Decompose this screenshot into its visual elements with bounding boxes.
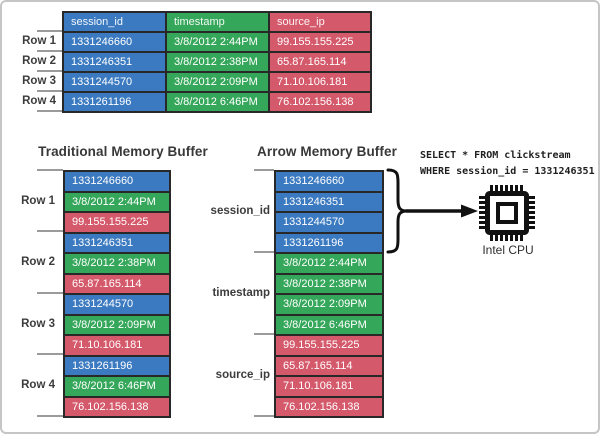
row-label: Row 2: [21, 256, 55, 268]
row-label: Row 4: [22, 95, 56, 107]
column-group-label: session_id: [210, 205, 270, 217]
row-label: Row 3: [22, 75, 56, 87]
buffer-cell: 3/8/2012 6:46PM: [64, 376, 170, 397]
group-divider-tick: [37, 353, 63, 355]
buffer-cell: 65.87.165.114: [275, 355, 383, 376]
column-group-label: source_ip: [215, 369, 270, 381]
buffer-cell: 71.10.106.181: [64, 335, 170, 356]
buffer-cell: 3/8/2012 6:46PM: [275, 314, 383, 335]
row-label: Row 3: [21, 318, 55, 330]
table-cell: 1331261196: [63, 92, 166, 112]
sql-query-line2: WHERE session_id = 1331246351: [420, 166, 595, 177]
table-cell: 3/8/2012 6:46PM: [166, 92, 269, 112]
table-cell: 76.102.156.138: [269, 92, 371, 112]
traditional-buffer-table: 1331246660 3/8/2012 2:44PM 99.155.155.22…: [63, 170, 171, 418]
table-cell: 99.155.155.225: [269, 32, 371, 52]
cpu-chip-icon: [479, 185, 535, 241]
arrow-buffer-title: Arrow Memory Buffer: [257, 144, 397, 159]
buffer-cell: 1331261196: [275, 232, 383, 253]
buffer-cell: 3/8/2012 2:38PM: [64, 253, 170, 274]
row-label: Row 1: [22, 35, 56, 47]
row-label: Row 2: [22, 55, 56, 67]
row-oriented-table: session_id timestamp source_ip 133124666…: [62, 11, 372, 113]
arrow-buffer-table: 1331246660 1331246351 1331244570 1331261…: [274, 170, 384, 418]
buffer-cell: 1331246351: [64, 232, 170, 253]
buffer-cell: 76.102.156.138: [64, 396, 170, 417]
table-cell: 3/8/2012 2:44PM: [166, 32, 269, 52]
row-divider-tick: [37, 90, 62, 92]
buffer-cell: 3/8/2012 2:38PM: [275, 273, 383, 294]
group-divider-tick: [254, 333, 274, 335]
group-divider-tick: [254, 169, 274, 171]
row-label: Row 4: [21, 379, 55, 391]
row-divider-tick: [37, 70, 62, 72]
arrow-icon: [406, 204, 478, 218]
cpu-label: Intel CPU: [482, 243, 534, 257]
buffer-cell: 3/8/2012 2:44PM: [275, 253, 383, 274]
group-divider-tick: [37, 169, 63, 171]
table-cell: 1331246351: [63, 52, 166, 72]
buffer-cell: 1331246351: [275, 191, 383, 212]
buffer-cell: 3/8/2012 2:44PM: [64, 191, 170, 212]
buffer-cell: 76.102.156.138: [275, 396, 383, 417]
group-divider-tick: [254, 251, 274, 253]
sql-query-line1: SELECT * FROM clickstream: [420, 150, 571, 161]
group-divider-tick: [37, 415, 63, 417]
row-label: Row 1: [21, 195, 55, 207]
table-cell: 3/8/2012 2:09PM: [166, 72, 269, 92]
buffer-cell: 71.10.106.181: [275, 376, 383, 397]
buffer-cell: 99.155.155.225: [64, 212, 170, 233]
buffer-cell: 1331246660: [64, 171, 170, 192]
group-divider-tick: [37, 230, 63, 232]
buffer-cell: 1331246660: [275, 171, 383, 192]
table-cell: 1331244570: [63, 72, 166, 92]
buffer-cell: 99.155.155.225: [275, 335, 383, 356]
row-divider-tick: [37, 30, 62, 32]
buffer-cell: 3/8/2012 2:09PM: [275, 294, 383, 315]
group-divider-tick: [37, 292, 63, 294]
group-divider-tick: [254, 415, 274, 417]
column-header: session_id: [63, 12, 166, 32]
buffer-cell: 1331244570: [64, 294, 170, 315]
column-header: source_ip: [269, 12, 371, 32]
buffer-cell: 3/8/2012 2:09PM: [64, 314, 170, 335]
sql-query-text: SELECT * FROM clickstream WHERE session_…: [420, 148, 595, 180]
table-cell: 3/8/2012 2:38PM: [166, 52, 269, 72]
column-group-label: timestamp: [212, 287, 270, 299]
buffer-cell: 1331261196: [64, 355, 170, 376]
traditional-buffer-title: Traditional Memory Buffer: [38, 144, 208, 159]
column-header: timestamp: [166, 12, 269, 32]
table-cell: 1331246660: [63, 32, 166, 52]
table-cell: 65.87.165.114: [269, 52, 371, 72]
row-divider-tick: [37, 110, 62, 112]
row-divider-tick: [37, 50, 62, 52]
buffer-cell: 1331244570: [275, 212, 383, 233]
table-cell: 71.10.106.181: [269, 72, 371, 92]
buffer-cell: 65.87.165.114: [64, 273, 170, 294]
